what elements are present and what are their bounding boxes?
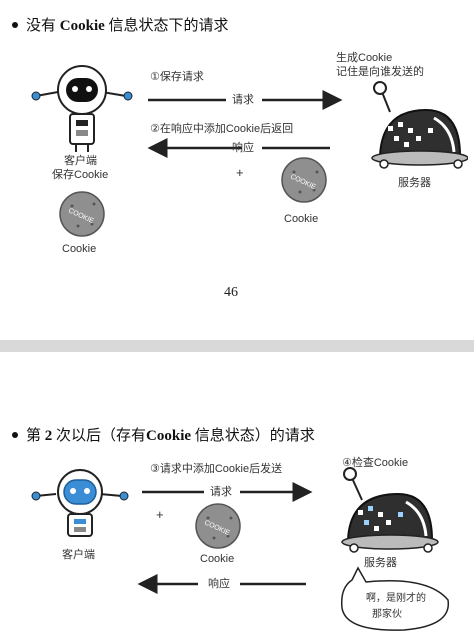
bullet-icon xyxy=(12,431,18,438)
request-label: 请求 xyxy=(232,94,254,106)
response-label: 响应 xyxy=(232,142,254,154)
section-heading-1: 没有 Cookie 信息状态下的请求 xyxy=(12,14,229,35)
speech-bubble-line-1: 啊，是刚才的 xyxy=(366,593,426,604)
plus-sign: + xyxy=(156,507,164,522)
client-robot-icon xyxy=(31,469,129,537)
server-label: 服务器 xyxy=(398,177,431,189)
page-1: 没有 Cookie 信息状态下的请求 xyxy=(12,14,468,300)
step-1-label: ①保存请求 xyxy=(150,71,204,83)
response-label: 响应 xyxy=(208,578,230,590)
server-icon xyxy=(341,467,439,553)
step-2-label: ②在响应中添加Cookie后返回 xyxy=(150,123,294,135)
cookie-label: Cookie xyxy=(284,213,319,225)
client-label: 客户端 xyxy=(64,155,97,167)
client-label: 客户端 xyxy=(62,549,95,561)
speech-bubble-icon xyxy=(340,566,449,631)
server-icon xyxy=(371,81,468,169)
cookie-icon: COOKIE xyxy=(195,503,241,549)
section-heading-2: 第 2 次以后（存有Cookie 信息状态）的请求 xyxy=(12,424,315,445)
plus-sign: + xyxy=(236,165,244,180)
server-label: 服务器 xyxy=(364,557,397,569)
request-label: 请求 xyxy=(210,486,232,498)
bullet-icon xyxy=(12,21,18,28)
step-4-label: ④检查Cookie xyxy=(342,457,409,469)
diagram-subsequent-request: COOKIE xyxy=(28,456,468,638)
page-number: 46 xyxy=(224,285,238,300)
client-saves-cookie-label: 保存Cookie xyxy=(52,169,109,181)
cookie-icon: COOKIE xyxy=(59,191,105,237)
client-robot-icon xyxy=(31,65,133,152)
server-note-2: 记住是向谁发送的 xyxy=(336,66,424,78)
page-separator xyxy=(0,340,474,352)
step-3-label: ③请求中添加Cookie后发送 xyxy=(150,463,283,475)
page-2: 第 2 次以后（存有Cookie 信息状态）的请求 xyxy=(0,352,474,640)
diagram-first-request: COOKIE COOKIE ①保存请求 请求 ②在响应中添加Cookie后返回 … xyxy=(30,48,468,266)
cookie-label: Cookie xyxy=(200,553,235,565)
cookie-label: Cookie xyxy=(62,243,97,255)
server-note-1: 生成Cookie xyxy=(336,52,393,64)
speech-bubble-line-2: 那家伙 xyxy=(372,609,402,620)
cookie-icon: COOKIE xyxy=(281,157,327,203)
